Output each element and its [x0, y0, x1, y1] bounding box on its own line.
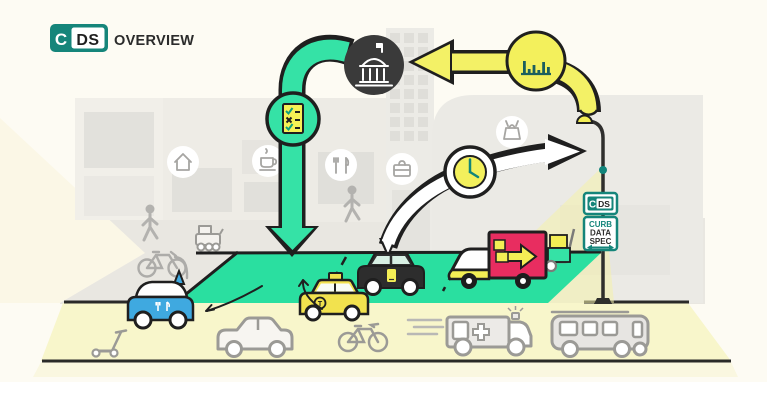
- home-icon: [167, 146, 199, 178]
- pedestrian: [343, 185, 361, 223]
- bar-chart-icon: [521, 61, 551, 76]
- policy-badge: [265, 91, 321, 147]
- restaurant-icon: [325, 149, 357, 181]
- sign-logo-c: C: [589, 200, 596, 211]
- delivery-truck: [447, 230, 548, 289]
- pedestrian: [141, 204, 159, 242]
- lamp: [575, 114, 594, 124]
- sign-line1: CURB: [589, 220, 612, 229]
- hand-truck: [544, 228, 576, 273]
- bus: [550, 310, 650, 358]
- sign-logo-ds: DS: [598, 199, 610, 209]
- ambulance: [406, 306, 533, 357]
- siren-rays: [507, 306, 524, 312]
- annotation-arrows: [205, 279, 323, 312]
- capitol-icon: [355, 43, 393, 87]
- kick-scooter: [91, 329, 128, 358]
- sign-line2: DATA: [590, 229, 611, 238]
- flow-arrow-policies: [265, 34, 355, 257]
- app-logo: C DS OVERVIEW: [50, 24, 194, 52]
- government-badge: [344, 35, 404, 95]
- bicycle: [337, 322, 389, 353]
- clock-icon: [468, 158, 480, 179]
- gift-bag-icon: [496, 116, 528, 148]
- taxi: T: [298, 272, 370, 322]
- page-title: OVERVIEW: [114, 33, 194, 49]
- clock-badge: [443, 145, 497, 199]
- curb-sensor: [599, 166, 607, 174]
- checklist-icon: [282, 103, 304, 134]
- data-badge: [505, 30, 567, 92]
- sign-line3: SPEC: [590, 237, 612, 246]
- taxi-badge: T: [318, 301, 323, 308]
- ride-hail-car: [357, 252, 425, 296]
- briefcase-icon: [386, 153, 418, 185]
- utensils-icon: [155, 301, 171, 311]
- curb-sign: C DS CURB DATA SPEC: [582, 191, 619, 252]
- delivery-robot: [195, 225, 224, 252]
- two-way-arrow-icon: [587, 244, 614, 251]
- coffee-icon: [252, 145, 284, 177]
- logo-c: C: [55, 30, 67, 49]
- medical-cross-icon: [472, 323, 490, 341]
- phone-icon: [387, 269, 396, 282]
- speed-lines: [406, 318, 445, 336]
- logo-ds: DS: [76, 32, 99, 49]
- car: [216, 316, 294, 358]
- food-delivery-car: [126, 268, 195, 330]
- left-light-wedge: [0, 118, 145, 303]
